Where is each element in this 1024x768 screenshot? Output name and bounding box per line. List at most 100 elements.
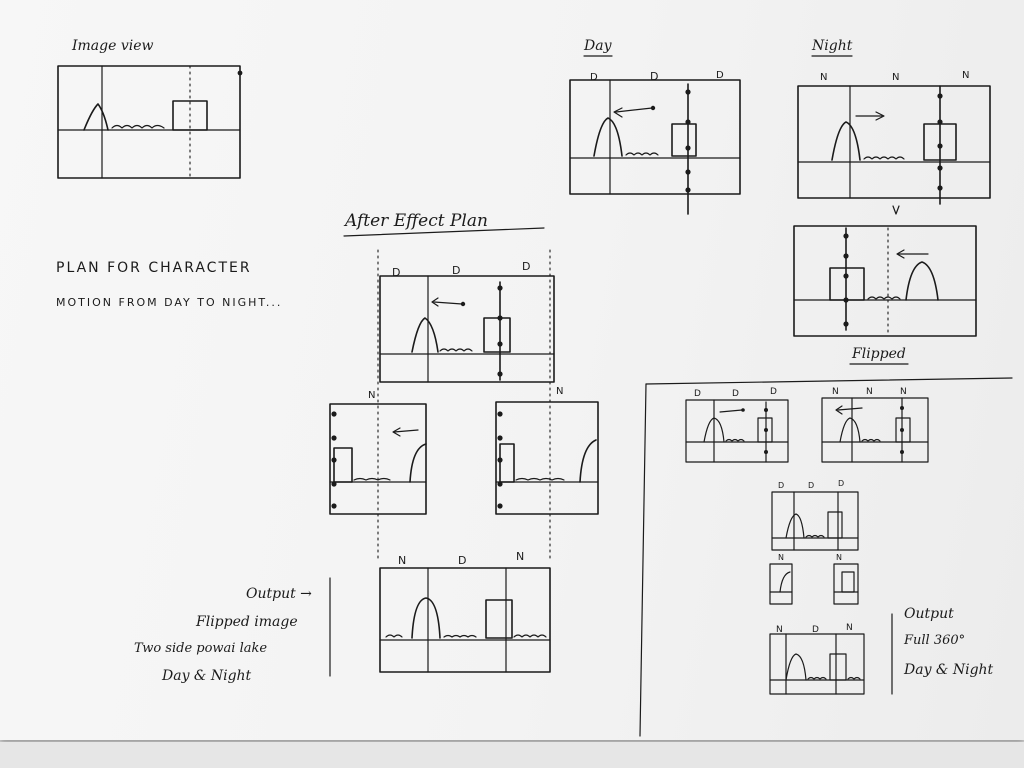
dot: [685, 89, 691, 95]
arrow-head: [896, 249, 905, 259]
marker-d: D: [770, 387, 777, 397]
title-underline: [343, 227, 545, 237]
water-waves: [515, 477, 565, 481]
dot: [741, 408, 745, 412]
marker-n: N: [778, 553, 784, 562]
dot: [497, 315, 503, 321]
building-shape: [499, 443, 515, 483]
water-waves: [725, 438, 745, 442]
dot: [497, 481, 503, 487]
marker-n: N: [836, 553, 842, 562]
dot: [460, 301, 466, 307]
note-line: Full 360°: [903, 633, 965, 648]
marker-n: N: [556, 386, 563, 397]
building-shape: [895, 417, 911, 443]
water-waves: [443, 634, 477, 638]
frame-split-left: [769, 563, 793, 605]
dot: [843, 321, 849, 327]
dot: [685, 119, 691, 125]
dot: [331, 411, 337, 417]
dot: [497, 371, 503, 377]
background-strip: [0, 742, 1024, 768]
motion-arrow: [719, 409, 743, 413]
dot: [685, 169, 691, 175]
dot: [497, 435, 503, 441]
water-waves: [111, 124, 165, 129]
building-shape: [172, 100, 208, 131]
marker-n: N: [900, 387, 907, 397]
dot: [497, 285, 503, 291]
hill-shape: [779, 571, 791, 593]
marker-n: N: [776, 625, 783, 635]
note-line: Output →: [246, 586, 312, 602]
after-effect-section: After Effect Plan D D D N: [329, 211, 599, 673]
marker-n: N: [832, 387, 839, 397]
frame-day: [569, 79, 741, 195]
dot: [937, 185, 943, 191]
marker-d: D: [452, 264, 460, 277]
frame-split-right: [833, 563, 859, 605]
dot: [843, 273, 849, 279]
output-notes: Output → Flipped image Two side powai la…: [134, 577, 331, 684]
frame-flipped: [793, 225, 977, 337]
hill-shape: [83, 103, 109, 131]
image-view-sketch: Image view: [57, 38, 243, 179]
sketch-canvas: Image view PLAN FOR CHARACTER MOTION FRO…: [56, 38, 1013, 737]
building-shape: [841, 571, 855, 593]
water-waves: [385, 634, 403, 638]
note-line: Two side powai lake: [134, 641, 267, 656]
frame-night-right: [495, 401, 599, 515]
arrow-head: [431, 297, 439, 307]
corner-dot: [237, 70, 243, 76]
water-waves: [439, 348, 473, 352]
marker-d: D: [522, 260, 530, 273]
marker-n: N: [398, 554, 406, 567]
dot: [685, 187, 691, 193]
marker-d: D: [808, 481, 814, 490]
dot: [843, 253, 849, 259]
hill-shape: [831, 121, 861, 161]
dot: [764, 450, 768, 454]
dot: [497, 341, 503, 347]
frame-day: [379, 275, 555, 383]
dot: [937, 119, 943, 125]
marker-d: D: [812, 625, 819, 635]
building-shape: [485, 599, 513, 639]
dot: [900, 428, 904, 432]
marker-n: N: [892, 72, 899, 83]
hill-shape: [785, 513, 805, 539]
water-waves: [807, 676, 827, 680]
image-view-frame: [57, 65, 241, 179]
after-effect-title: After Effect Plan: [343, 211, 488, 231]
water-waves: [863, 156, 905, 160]
building-shape: [483, 317, 511, 353]
marker-d: D: [458, 554, 466, 567]
building-shape: [829, 653, 847, 681]
hill-shape: [703, 417, 725, 443]
night-title: Night: [811, 38, 853, 54]
marker-d: D: [716, 70, 724, 81]
building-shape: [827, 511, 843, 539]
day-title: Day: [583, 38, 613, 54]
building-shape: [333, 447, 353, 483]
marker-n: N: [368, 390, 375, 401]
frame-full-output: [769, 633, 865, 695]
dot: [937, 93, 943, 99]
dot: [650, 105, 656, 111]
frame-night: [797, 85, 991, 199]
water-waves: [861, 438, 881, 442]
water-waves: [847, 676, 861, 680]
day-sketch: Day D D D: [569, 38, 741, 215]
motion-arrow: [615, 107, 653, 113]
panel-top-border: [645, 377, 1013, 385]
water-waves: [513, 634, 547, 638]
arrow-head: [835, 405, 843, 415]
marker-d: D: [838, 479, 844, 488]
dot: [497, 457, 503, 463]
water-waves: [867, 296, 901, 300]
marker-d: D: [732, 389, 739, 399]
building-shape: [829, 267, 865, 301]
marker-d: D: [392, 266, 400, 279]
arrow-head: [613, 107, 623, 118]
flipped-night-sketch: Flipped: [793, 225, 977, 365]
